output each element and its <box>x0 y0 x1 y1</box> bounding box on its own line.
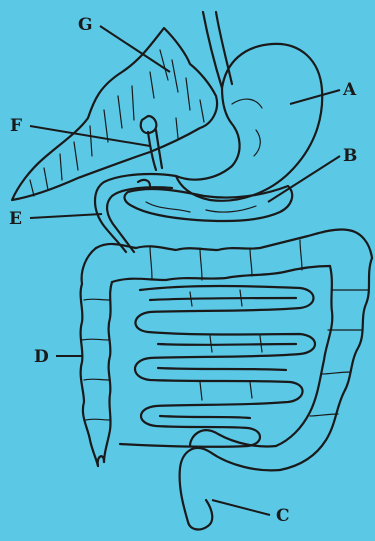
small-intestine <box>120 286 315 447</box>
labels: G F E A B D C <box>9 15 357 526</box>
large-intestine <box>81 229 372 529</box>
liver <box>12 28 217 200</box>
leader-a <box>290 90 340 104</box>
pancreas <box>125 186 293 221</box>
leader-b <box>268 156 340 202</box>
esophagus <box>203 12 232 88</box>
leader-e <box>30 214 102 218</box>
gallbladder <box>141 116 157 133</box>
label-c: C <box>276 506 290 526</box>
stomach <box>176 44 322 201</box>
label-e: E <box>9 209 22 229</box>
leader-c <box>212 500 270 515</box>
liver-texture <box>30 50 204 196</box>
duodenum <box>95 174 176 252</box>
label-b: B <box>343 146 357 166</box>
label-d: D <box>34 347 49 367</box>
label-a: A <box>342 80 357 100</box>
label-f: F <box>10 116 22 136</box>
label-g: G <box>78 15 93 35</box>
